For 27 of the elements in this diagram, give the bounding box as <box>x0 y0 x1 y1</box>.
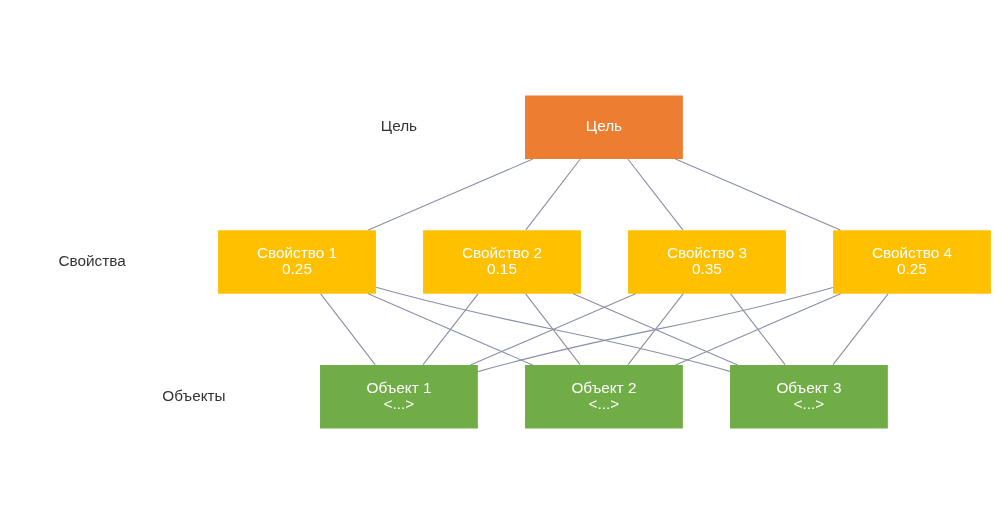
connector <box>730 293 786 366</box>
node-box: Свойство 3 0.35 <box>628 230 786 294</box>
connector <box>675 293 842 366</box>
node-box: Объект 2 <...> <box>525 365 683 429</box>
label: Свойства <box>58 252 126 270</box>
connector <box>375 286 731 372</box>
connector <box>367 158 534 231</box>
connector <box>367 293 534 366</box>
connector <box>422 293 479 366</box>
connector <box>477 286 834 373</box>
node-box: Свойство 1 0.25 <box>218 230 376 294</box>
connector <box>832 293 889 366</box>
connector <box>627 158 684 231</box>
label: Цель <box>380 117 418 135</box>
connector <box>572 293 739 366</box>
connector <box>627 293 684 366</box>
label: Объекты <box>162 386 226 404</box>
node-box: Свойство 4 0.25 <box>833 230 991 294</box>
connector <box>525 293 581 366</box>
connector <box>320 293 376 366</box>
connector <box>674 158 841 231</box>
connector <box>470 293 637 366</box>
node-box: Объект 3 <...> <box>730 365 888 429</box>
node-box: Свойство 2 0.15 <box>423 230 581 294</box>
node-box: Объект 1 <...> <box>320 365 478 429</box>
node-box: Цель <box>525 95 683 159</box>
connector <box>525 158 581 231</box>
